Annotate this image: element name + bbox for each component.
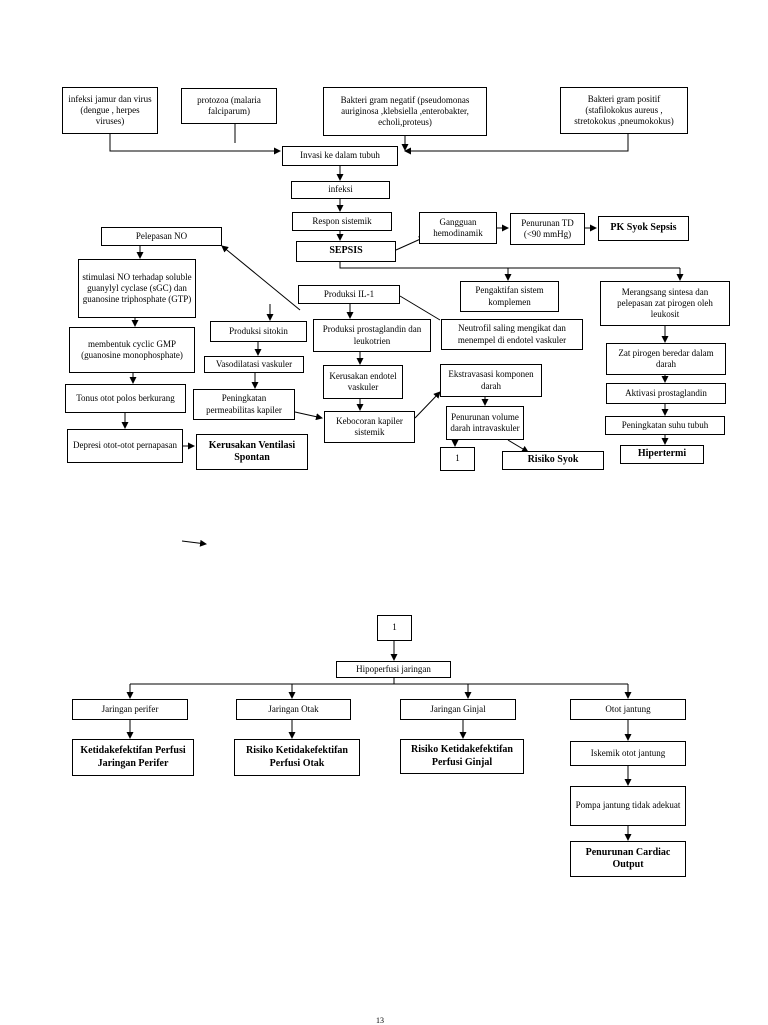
node-connector-1-bottom: 1 — [377, 615, 412, 641]
node-connector-1: 1 — [440, 447, 475, 471]
node-penurunan-td: Penurunan TD (<90 mmHg) — [510, 213, 585, 245]
node-ketidakefektifan-perifer: Ketidakefektifan Perfusi Jaringan Perife… — [72, 739, 194, 776]
node-pengaktifan-komplemen: Pengaktifan sistem komplemen — [460, 281, 559, 312]
node-invasi: Invasi ke dalam tubuh — [282, 146, 398, 166]
node-merangsang-pirogen: Merangsang sintesa dan pelepasan zat pir… — [600, 281, 730, 326]
node-vasodilatasi: Vasodilatasi vaskuler — [204, 356, 304, 373]
node-penurunan-cardiac-output: Penurunan Cardiac Output — [570, 841, 686, 877]
node-penurunan-volume: Penurunan volume darah intravaskuler — [446, 406, 524, 440]
node-risiko-syok: Risiko Syok — [502, 451, 604, 470]
node-kebocoran-kapiler: Kebocoran kapiler sistemik — [324, 411, 415, 443]
node-risiko-perfusi-otak: Risiko Ketidakefektifan Perfusi Otak — [234, 739, 360, 776]
node-kerusakan-endotel: Kerusakan endotel vaskuler — [323, 365, 403, 399]
node-kerusakan-ventilasi: Kerusakan Ventilasi Spontan — [196, 434, 308, 470]
node-pompa-jantung: Pompa jantung tidak adekuat — [570, 786, 686, 826]
node-hipoperfusi-jaringan: Hipoperfusi jaringan — [336, 661, 451, 678]
node-zat-pirogen: Zat pirogen beredar dalam darah — [606, 343, 726, 375]
node-otot-jantung: Otot jantung — [570, 699, 686, 720]
node-stimulasi-no: stimulasi NO terhadap soluble guanylyl c… — [78, 259, 196, 318]
node-bakteri-gram-positif: Bakteri gram positif (stafilokokus aureu… — [560, 87, 688, 134]
node-gangguan-hemodinamik: Gangguan hemodinamik — [419, 212, 497, 244]
node-tonus-otot: Tonus otot polos berkurang — [65, 384, 186, 413]
node-peningkatan-permeabilitas: Peningkatan permeabilitas kapiler — [193, 389, 295, 420]
node-protozoa: protozoa (malaria falciparum) — [181, 88, 277, 124]
node-jaringan-ginjal: Jaringan Ginjal — [400, 699, 516, 720]
node-infeksi-jamur: infeksi jamur dan virus (dengue , herpes… — [62, 87, 158, 134]
node-infeksi: infeksi — [291, 181, 390, 199]
node-peningkatan-suhu: Peningkatan suhu tubuh — [605, 416, 725, 435]
node-produksi-sitokin: Produksi sitokin — [210, 321, 307, 342]
node-pelepasan-no: Pelepasan NO — [101, 227, 222, 246]
node-produksi-il1: Produksi IL-1 — [298, 285, 400, 304]
node-bakteri-gram-negatif: Bakteri gram negatif (pseudomonas aurigi… — [323, 87, 487, 136]
node-aktivasi-prostaglandin: Aktivasi prostaglandin — [606, 383, 726, 404]
node-pk-syok-sepsis: PK Syok Sepsis — [598, 216, 689, 241]
node-hipertermi: Hipertermi — [620, 445, 704, 464]
node-cyclic-gmp: membentuk cyclic GMP (guanosine monophos… — [69, 327, 195, 373]
node-produksi-prostaglandin: Produksi prostaglandin dan leukotrien — [313, 319, 431, 352]
node-depresi-otot: Depresi otot-otot pernapasan — [67, 429, 183, 463]
page-number: 13 — [376, 1016, 384, 1025]
node-iskemik: Iskemik otot jantung — [570, 741, 686, 766]
node-risiko-perfusi-ginjal: Risiko Ketidakefektifan Perfusi Ginjal — [400, 739, 524, 774]
node-sepsis: SEPSIS — [296, 241, 396, 262]
node-ekstravasasi: Ekstravasasi komponen darah — [440, 364, 542, 397]
node-jaringan-otak: Jaringan Otak — [236, 699, 351, 720]
node-jaringan-perifer: Jaringan perifer — [72, 699, 188, 720]
node-neutrofil: Neutrofil saling mengikat dan menempel d… — [441, 319, 583, 350]
node-respon-sistemik: Respon sistemik — [292, 212, 392, 231]
